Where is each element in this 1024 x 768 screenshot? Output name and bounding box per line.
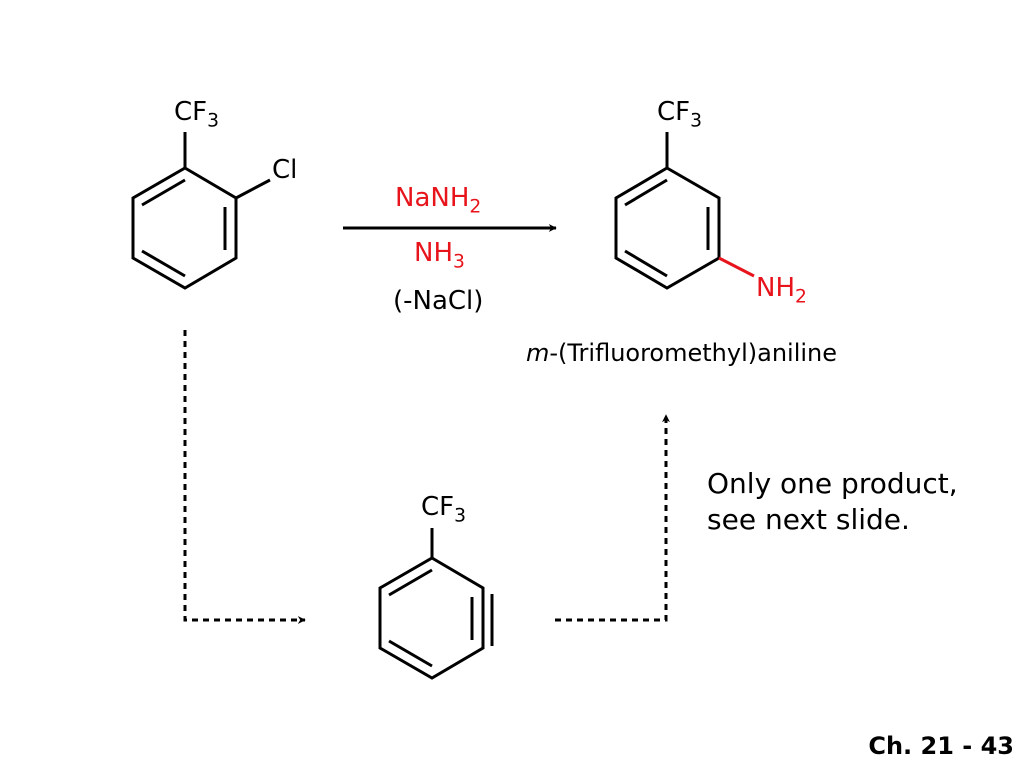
reactant-cl-bond — [235, 178, 271, 200]
product-benzene-ring — [614, 166, 721, 290]
note-line-2: see next slide. — [707, 503, 910, 536]
benzyne-ring — [378, 556, 494, 680]
note-text: Only one product, see next slide. — [707, 466, 958, 538]
product-nh2-label: NH2 — [756, 273, 807, 308]
product-name-prefix: m — [526, 339, 550, 367]
reactant-benzene-ring — [131, 166, 238, 290]
reagent-byproduct: (-NaCl) — [393, 286, 484, 316]
product-name: m-(Trifluoromethyl)aniline — [526, 341, 837, 365]
reagent-nanh2: NaNH2 — [395, 183, 482, 218]
product-nh2-bond — [718, 256, 755, 278]
product-name-rest: -(Trifluoromethyl)aniline — [549, 339, 838, 367]
reactant-cf3-label: CF3 — [174, 97, 220, 132]
reagent-nh3: NH3 — [414, 238, 465, 273]
benzyne-cf3-label: CF3 — [421, 492, 467, 527]
note-line-1: Only one product, — [707, 467, 958, 500]
product-cf3-label: CF3 — [657, 97, 703, 132]
dotted-arrow-to-product — [555, 414, 670, 622]
page-number: Ch. 21 - 43 — [868, 732, 1014, 760]
dotted-arrow-to-benzyne — [183, 330, 306, 624]
reactant-cl-label: Cl — [272, 155, 298, 185]
